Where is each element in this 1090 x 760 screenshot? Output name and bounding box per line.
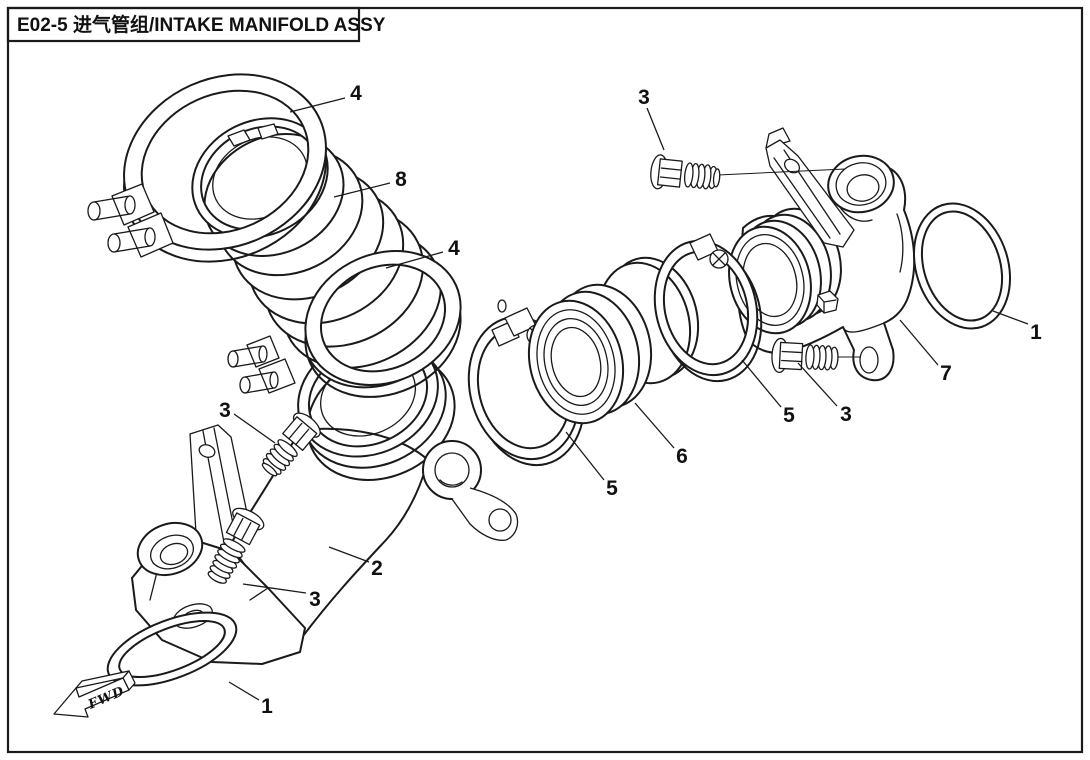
callout-ref-2-11: 2: [371, 557, 383, 580]
callout-leader-3-10: [233, 413, 276, 444]
callout-ref-6-9: 6: [676, 445, 688, 468]
callout-leader-3-3: [646, 107, 665, 151]
part-6-connector-boot-drawing: [527, 256, 700, 425]
part-4-clamp-upper-drawing: [87, 73, 327, 263]
callout-leader-5-8: [565, 431, 605, 481]
callout-layer: 4 8 4 3 1 7 5 3 5 6 3 2 3 1: [219, 82, 1042, 718]
assembly-axis-top: [717, 168, 846, 176]
part-3-bolt-top-right-drawing: [650, 154, 721, 190]
callout-leader-4-0: [289, 97, 346, 113]
callout-ref-1-4: 1: [1030, 321, 1042, 344]
part-1-seal-right-drawing: [912, 202, 1012, 330]
callout-ref-5-6: 5: [783, 404, 795, 427]
callout-leader-4-2: [385, 251, 444, 269]
part-5-clamp-right-drawing: [653, 233, 763, 383]
callout-leader-1-13: [228, 681, 260, 701]
callout-ref-3-7: 3: [840, 403, 852, 426]
callout-ref-3-3: 3: [638, 86, 650, 109]
callout-leader-3-7: [797, 362, 838, 407]
callout-ref-1-13: 1: [261, 695, 273, 718]
callout-leader-7-5: [899, 319, 939, 366]
callout-ref-5-8: 5: [606, 477, 618, 500]
callout-leader-8-1: [333, 182, 391, 198]
callout-leader-5-6: [741, 359, 782, 408]
callout-ref-7-5: 7: [940, 362, 952, 385]
callout-ref-3-12: 3: [309, 588, 321, 611]
orientation-arrow: FWD: [53, 670, 136, 718]
part-3-bolt-upper-left-drawing: [261, 412, 321, 477]
callout-ref-4-0: 4: [350, 82, 362, 105]
part-3-bolt-lower-left-drawing: [207, 507, 265, 584]
callout-ref-8-1: 8: [395, 168, 407, 191]
callout-leader-6-9: [634, 402, 675, 449]
callout-leader-1-4: [992, 310, 1029, 325]
part-7-manifold-adapter-drawing: [728, 127, 916, 382]
page-border: [6, 6, 1084, 754]
part-4-clamp-lower-drawing: [227, 250, 462, 398]
page-title: E02-5 进气管组/INTAKE MANIFOLD ASSY: [17, 13, 386, 36]
callout-leader-2-11: [328, 546, 370, 563]
title-box: E02-5 进气管组/INTAKE MANIFOLD ASSY: [6, 6, 386, 43]
part-3-bolt-bottom-right-drawing: [771, 337, 839, 374]
callout-leader-3-12: [242, 583, 307, 594]
callout-ref-3-10: 3: [219, 399, 231, 422]
part-5-clamp-left-drawing: [467, 299, 586, 467]
callout-ref-4-2: 4: [448, 237, 460, 260]
title-box-frame: [6, 6, 361, 43]
